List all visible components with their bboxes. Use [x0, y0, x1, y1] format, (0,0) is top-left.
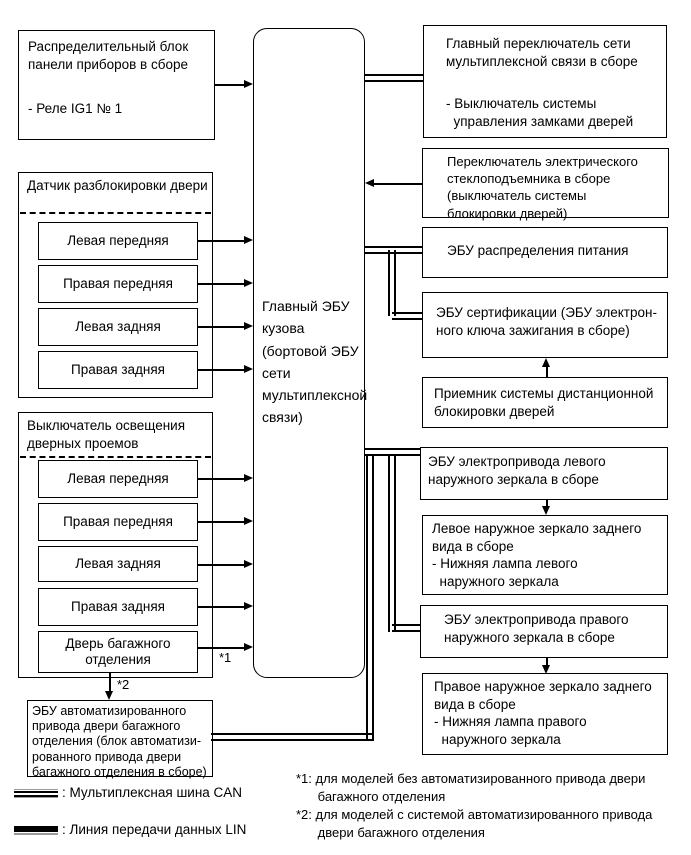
can-bus-trunk-certification: [388, 250, 396, 316]
can-bus-to-power-distribution: [364, 246, 423, 254]
legend-can-label: : Мультиплексная шина CAN: [62, 785, 243, 800]
box-power-back-door-ecu: ЭБУ автоматизированного привода двери ба…: [27, 700, 213, 779]
box-unlock-front-left: Левая передняя: [38, 222, 198, 260]
box-left-mirror-ecu: ЭБУ электропривода левого наружного зерк…: [420, 447, 668, 500]
arrowhead-right: [244, 365, 253, 373]
box-power-window-switch: Переключатель электрического стеклоподъе…: [422, 148, 669, 221]
door-lock-receiver-label: Приемник системы дистанционной блокировк…: [434, 386, 654, 419]
can-bus-to-power-back-door-ecu: [211, 733, 374, 741]
arrowhead-right: [244, 80, 253, 88]
box-main-body-ecu: Главный ЭБУ кузова (бортовой ЭБУ сети му…: [253, 28, 368, 678]
box-courtesy-front-right: Правая передняя: [38, 503, 198, 541]
can-bus-trunk-tailgate: [366, 454, 374, 741]
right-mirror-ecu-label: ЭБУ электропривода правого наружного зер…: [444, 612, 629, 645]
arrowhead-left: [365, 179, 374, 187]
box-courtesy-front-left: Левая передняя: [38, 460, 198, 498]
label: Левая задняя: [75, 319, 161, 334]
box-courtesy-rear-right: Правая задняя: [38, 588, 198, 626]
label: Дверь багажного отделения: [65, 636, 171, 667]
box-power-distribution-ecu: ЭБУ распределения питания: [422, 227, 668, 278]
door-courtesy-switch-title: Выключатель освещения дверных проемов: [27, 418, 186, 451]
wire-junction-to-ecu: [215, 84, 245, 86]
box-instrument-panel-junction-block: Распределительный блок панели приборов в…: [18, 30, 215, 140]
footnotes: *1: для моделей без автоматизированного …: [296, 770, 652, 842]
wire-unlock-rl: [198, 326, 245, 328]
mpx-master-switch-item: - Выключатель системы управления замками…: [446, 96, 634, 129]
arrowhead-right: [244, 322, 253, 330]
wire-receiver-to-certification: [546, 366, 548, 377]
main-body-ecu-label: Главный ЭБУ кузова (бортовой ЭБУ сети му…: [262, 298, 368, 426]
box-unlock-rear-left: Левая задняя: [38, 308, 198, 346]
left-mirror-label: Левое наружное зеркало заднего вида в сб…: [432, 521, 642, 589]
wire-left-mirror-ecu-to-mirror: [546, 500, 548, 508]
can-bus-to-certification: [392, 312, 423, 320]
wire-luggage-to-back-door-ecu: [109, 673, 111, 692]
arrowhead-right: [244, 560, 253, 568]
wire-unlock-rr: [198, 369, 245, 371]
mpx-master-switch-title: Главный переключатель сети мультиплексно…: [446, 36, 638, 69]
box-mpx-master-switch: Главный переключатель сети мультиплексно…: [423, 25, 667, 138]
left-mirror-ecu-label: ЭБУ электропривода левого наружного зерк…: [428, 454, 606, 487]
box-courtesy-luggage-door: Дверь багажного отделения: [38, 631, 198, 673]
arrowhead-up: [542, 358, 550, 367]
box-right-mirror-ecu: ЭБУ электропривода правого наружного зер…: [420, 605, 668, 658]
junction-block-relay: - Реле IG1 № 1: [28, 101, 123, 116]
label: Правая задняя: [71, 362, 165, 377]
can-bus-to-right-mirror-ecu: [392, 624, 421, 632]
power-back-door-ecu-label: ЭБУ автоматизированного привода двери ба…: [32, 704, 207, 779]
dashed-divider: [20, 212, 211, 214]
label: Левая передняя: [67, 471, 169, 486]
arrowhead-right: [244, 602, 253, 610]
wire-courtesy-rl: [198, 564, 245, 566]
right-mirror-label: Правое наружное зеркало заднего вида в с…: [434, 679, 652, 747]
can-bus-trunk-right-mirror: [388, 454, 396, 632]
box-unlock-front-right: Правая передняя: [38, 265, 198, 303]
wire-right-mirror-ecu-to-mirror: [546, 658, 548, 666]
annotation-star2: *2: [117, 677, 130, 692]
can-bus-to-mpx-master-switch: [364, 74, 424, 82]
box-unlock-rear-right: Правая задняя: [38, 351, 198, 389]
arrowhead-down: [542, 506, 550, 515]
arrowhead-right: [244, 236, 253, 244]
box-door-lock-receiver: Приемник системы дистанционной блокировк…: [422, 377, 668, 428]
wire-courtesy-fl: [198, 478, 245, 480]
arrowhead-down: [105, 691, 113, 700]
footnote-1: *1: для моделей без автоматизированного …: [296, 771, 646, 804]
box-right-mirror: Правое наружное зеркало заднего вида в с…: [422, 673, 668, 755]
legend-can-line-symbol: [14, 789, 58, 798]
power-window-switch-label: Переключатель электрического стеклоподъе…: [447, 154, 638, 221]
label: Правая задняя: [71, 599, 165, 614]
can-bus-to-left-mirror-ecu: [364, 448, 421, 456]
wire-unlock-fr: [198, 283, 245, 285]
footnote-2: *2: для моделей с системой автоматизиров…: [296, 807, 653, 840]
door-unlock-sensor-title: Датчик разблокировки двери: [27, 178, 208, 193]
arrowhead-right: [244, 279, 253, 287]
certification-ecu-label: ЭБУ сертификации (ЭБУ электрон- ного клю…: [436, 305, 657, 338]
label: Левая передняя: [67, 233, 169, 248]
power-distribution-ecu-label: ЭБУ распределения питания: [447, 243, 629, 258]
legend-lin-line-symbol: [14, 826, 58, 835]
arrowhead-right: [244, 643, 253, 651]
arrowhead-right: [244, 517, 253, 525]
label: Правая передняя: [63, 514, 173, 529]
wire-courtesy-luggage: [198, 647, 245, 649]
wire-unlock-fl: [198, 240, 245, 242]
label: Левая задняя: [75, 556, 161, 571]
junction-block-title: Распределительный блок панели приборов в…: [28, 39, 189, 72]
arrowhead-down: [542, 665, 550, 674]
box-certification-ecu: ЭБУ сертификации (ЭБУ электрон- ного клю…: [422, 292, 668, 358]
box-left-mirror: Левое наружное зеркало заднего вида в сб…: [422, 515, 668, 595]
box-courtesy-rear-left: Левая задняя: [38, 546, 198, 582]
label: Правая передняя: [63, 276, 173, 291]
arrowhead-right: [244, 474, 253, 482]
wire-courtesy-fr: [198, 521, 245, 523]
dashed-divider: [20, 456, 211, 458]
wire-courtesy-rr: [198, 606, 245, 608]
annotation-star1: *1: [219, 650, 232, 665]
legend-lin-label: : Линия передачи данных LIN: [62, 822, 247, 837]
wire-power-window-switch: [374, 183, 422, 185]
